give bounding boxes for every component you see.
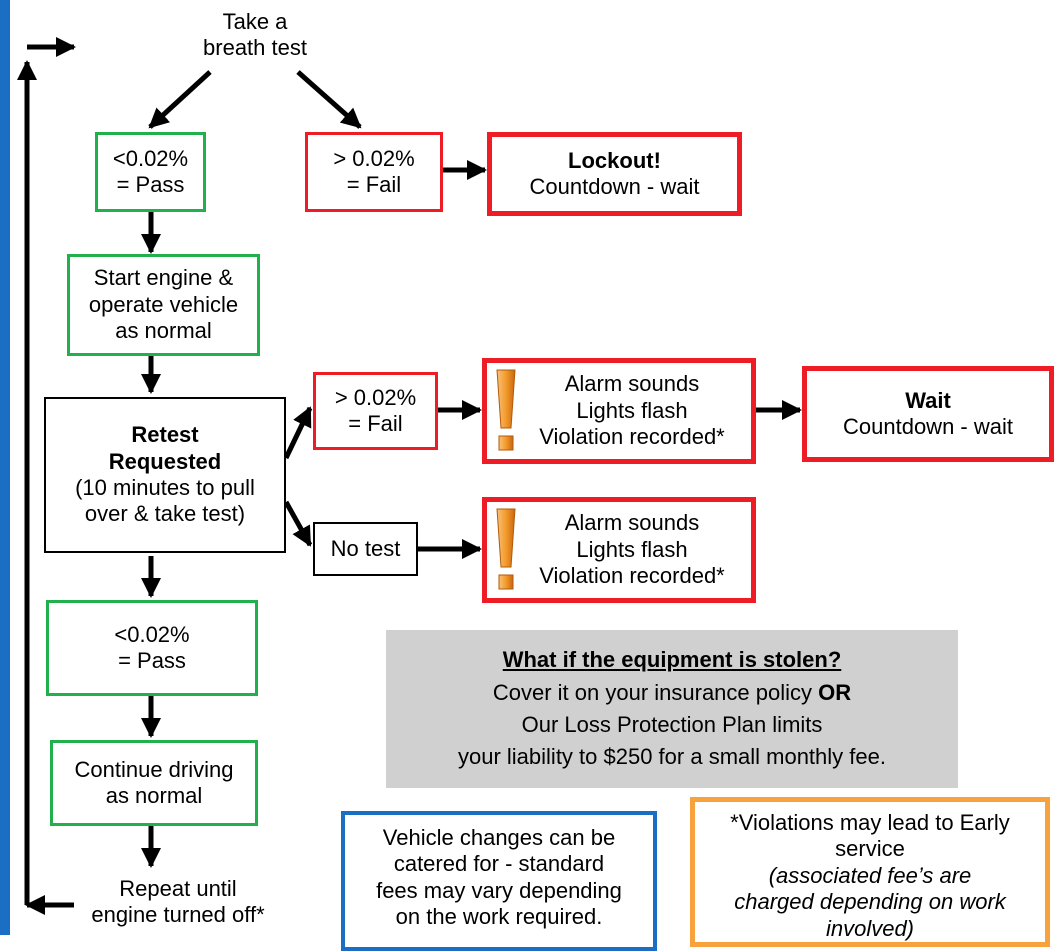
fail1-line2: = Fail — [346, 172, 402, 197]
lockout-box: Lockout! Countdown - wait — [487, 132, 742, 216]
alarm1-line3: Violation recorded* — [539, 424, 725, 450]
continue-box: Continue driving as normal — [50, 740, 258, 826]
exclamation-warning-icon — [496, 369, 516, 451]
stolen-line1-pre: Cover it on your insurance policy — [492, 679, 819, 705]
start-engine-line2: operate vehicle — [88, 291, 239, 317]
vehicle-changes-line3: fees may vary depending — [376, 877, 622, 903]
lockout-line2: Countdown - wait — [529, 174, 700, 199]
retest-line4: over & take test) — [84, 501, 246, 527]
no-test-box: No test — [313, 522, 418, 576]
violations-note: *Violations may lead to Early service (a… — [690, 797, 1050, 947]
retest-line3: (10 minutes to pull — [75, 475, 255, 500]
stolen-line1: Cover it on your insurance policy OR — [493, 680, 851, 706]
pass1-line2: = Pass — [116, 172, 185, 197]
arrow-to-fail1 — [296, 70, 362, 129]
no-test-label: No test — [330, 535, 401, 561]
start-engine-line3: as normal — [115, 318, 212, 344]
arrow-to-fail2 — [283, 406, 313, 460]
alarm2-text: Alarm sounds Lights flash Violation reco… — [517, 510, 747, 589]
fail2-line1: > 0.02% — [334, 384, 417, 410]
pass1-line1: <0.02% — [112, 145, 189, 171]
retest-box: Retest Requested (10 minutes to pull ove… — [44, 397, 286, 553]
alarm1-text: Alarm sounds Lights flash Violation reco… — [517, 371, 747, 450]
start-step: Take a breath test — [180, 2, 330, 68]
violations-line4: charged depending on work — [734, 889, 1006, 915]
arrow-to-no-test — [283, 500, 313, 547]
fail1-line1: > 0.02% — [333, 145, 415, 171]
arrow-to-pass1 — [148, 70, 212, 129]
alarm2-line1: Alarm sounds — [564, 510, 700, 536]
repeat-line1: Repeat until — [119, 875, 237, 901]
start-engine-line1: Start engine & — [93, 265, 234, 291]
vehicle-changes-line1: Vehicle changes can be — [382, 825, 616, 850]
pass2-line2: = Pass — [118, 648, 186, 673]
stolen-line1-bold: OR — [818, 679, 852, 705]
alarm-box-1: Alarm sounds Lights flash Violation reco… — [482, 358, 756, 464]
repeat-step: Repeat until engine turned off* — [78, 870, 278, 934]
alarm1-line1: Alarm sounds — [564, 371, 700, 397]
start-line2: breath test — [203, 35, 307, 60]
alarm-box-2: Alarm sounds Lights flash Violation reco… — [482, 497, 756, 603]
repeat-line2: engine turned off* — [91, 902, 265, 927]
stolen-line3: your liability to $250 for a small month… — [458, 744, 886, 770]
alarm2-line2: Lights flash — [576, 536, 688, 562]
violations-line2: service — [835, 836, 905, 862]
fail2-line2: = Fail — [348, 411, 403, 436]
lockout-title: Lockout! — [568, 147, 661, 173]
pass-box-2: <0.02% = Pass — [46, 600, 258, 696]
fail-box-2: > 0.02% = Fail — [313, 372, 438, 450]
vehicle-changes-line4: on the work required. — [395, 904, 603, 930]
exclamation-warning-icon — [496, 508, 516, 590]
wait-title: Wait — [905, 387, 951, 413]
start-engine-box: Start engine & operate vehicle as normal — [67, 254, 260, 356]
pass-box-1: <0.02% = Pass — [95, 132, 206, 212]
continue-line2: as normal — [105, 783, 203, 808]
stolen-line2: Our Loss Protection Plan limits — [521, 712, 823, 737]
stolen-info-box: What if the equipment is stolen? Cover i… — [386, 630, 958, 788]
violations-line5: involved) — [825, 915, 915, 941]
violations-line3: (associated fee’s are — [768, 862, 972, 888]
wait-box: Wait Countdown - wait — [802, 366, 1054, 462]
retest-title1: Retest — [131, 422, 199, 448]
violations-line1: *Violations may lead to Early — [730, 810, 1010, 835]
vehicle-changes-note: Vehicle changes can be catered for - sta… — [341, 811, 657, 951]
retest-title2: Requested — [108, 448, 222, 474]
alarm2-line3: Violation recorded* — [539, 563, 725, 589]
fail-box-1: > 0.02% = Fail — [305, 132, 443, 212]
pass2-line1: <0.02% — [114, 621, 190, 647]
stolen-title: What if the equipment is stolen? — [502, 647, 842, 673]
start-line1: Take a — [222, 8, 288, 34]
vehicle-changes-line2: catered for - standard — [393, 851, 605, 877]
left-sidebar-strip — [0, 0, 10, 935]
wait-line2: Countdown - wait — [843, 414, 1013, 439]
continue-line1: Continue driving — [74, 756, 234, 782]
alarm1-line2: Lights flash — [576, 397, 688, 423]
